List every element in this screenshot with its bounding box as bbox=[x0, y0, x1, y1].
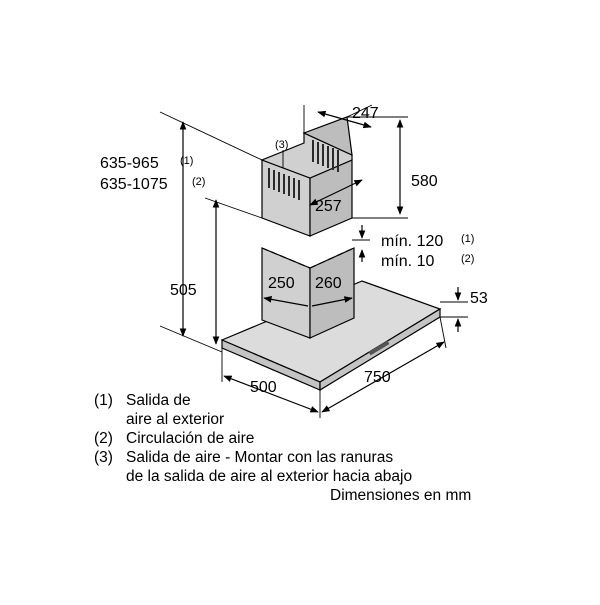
units-note: Dimensiones en mm bbox=[330, 487, 471, 504]
min-10-note: (2) bbox=[461, 253, 474, 265]
dim-range-2-note: (2) bbox=[192, 176, 205, 188]
legend-text-3b: de la salida de aire al exterior hacia a… bbox=[126, 468, 412, 485]
dim-505: 505 bbox=[170, 282, 197, 299]
dimension-lines bbox=[159, 104, 468, 418]
dim-range-1: 635-965 bbox=[100, 155, 159, 172]
dim-range-2: 635-1075 bbox=[100, 176, 168, 193]
air-outlet-vent-icon bbox=[268, 140, 339, 200]
dim-53: 53 bbox=[470, 290, 488, 307]
callout-3: (3) bbox=[275, 139, 288, 151]
legend: (1) Salida de aire al exterior (2) Circu… bbox=[94, 392, 471, 504]
legend-text-1: Salida de bbox=[126, 392, 191, 409]
dim-257: 257 bbox=[315, 198, 342, 215]
chimney-upper bbox=[260, 116, 353, 237]
dim-260: 260 bbox=[315, 275, 342, 292]
dim-range-1-note: (1) bbox=[180, 155, 193, 167]
dim-247: 247 bbox=[352, 105, 379, 122]
min-10-label: mín. 10 bbox=[381, 253, 434, 270]
min-120-note: (1) bbox=[461, 233, 474, 245]
legend-num-1: (1) bbox=[94, 392, 113, 409]
legend-num-2: (2) bbox=[94, 430, 113, 447]
dim-580: 580 bbox=[411, 173, 438, 190]
legend-text-2: Circulación de aire bbox=[126, 430, 254, 447]
legend-text-1b: aire al exterior bbox=[126, 411, 224, 428]
dim-250: 250 bbox=[268, 275, 295, 292]
chimney-lower bbox=[261, 247, 355, 339]
legend-text-3: Salida de aire - Montar con las ranuras bbox=[126, 449, 393, 466]
min-120-label: mín. 120 bbox=[381, 233, 443, 250]
dim-500: 500 bbox=[250, 379, 277, 396]
dimension-labels: 247 580 257 250 260 505 53 500 750 635-9… bbox=[100, 105, 488, 396]
legend-num-3: (3) bbox=[94, 449, 113, 466]
dim-750: 750 bbox=[364, 369, 391, 386]
